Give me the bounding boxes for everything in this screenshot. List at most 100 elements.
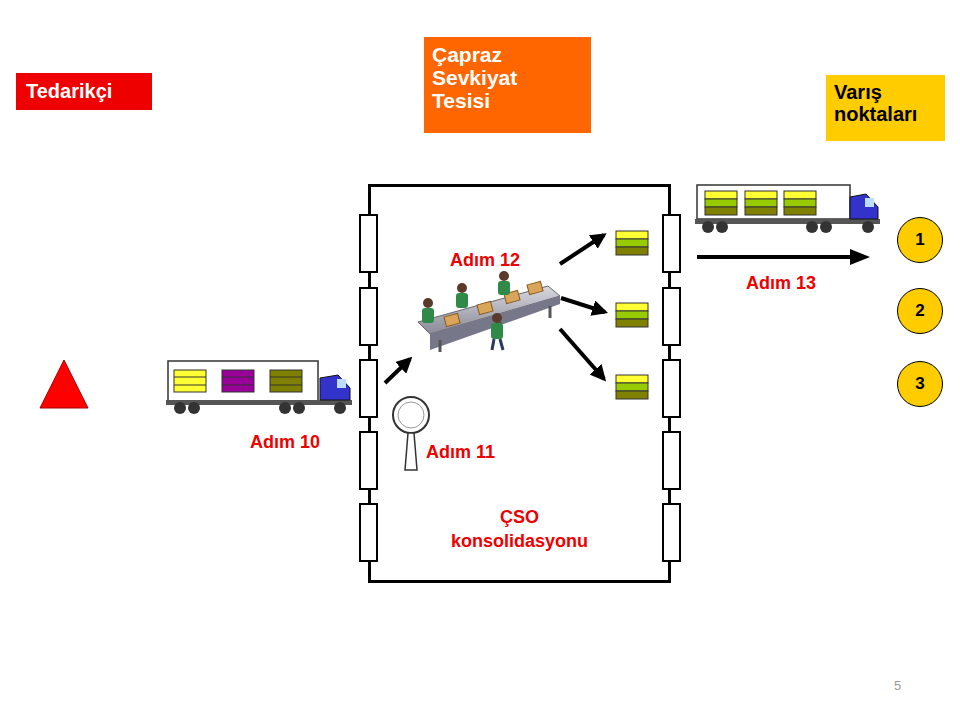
cargo-olive bbox=[270, 370, 302, 392]
cargo-line bbox=[270, 377, 302, 378]
node-text: Tedarikçi bbox=[26, 79, 156, 103]
cargo-green bbox=[616, 311, 648, 319]
chassis bbox=[166, 400, 352, 405]
cargo-stacks bbox=[705, 191, 816, 215]
dock-door bbox=[663, 288, 680, 345]
cargo-yellow bbox=[174, 370, 206, 392]
step-label: Adım 10 bbox=[250, 432, 320, 453]
worker-head bbox=[423, 298, 433, 308]
wheel bbox=[820, 221, 832, 233]
dock-door bbox=[360, 432, 377, 489]
crossdock-facility: ÇSO konsolidasyonu bbox=[368, 184, 671, 583]
cargo-line bbox=[174, 385, 206, 386]
cab-window bbox=[865, 198, 874, 207]
worker-head bbox=[492, 313, 502, 323]
cargo-olive bbox=[616, 391, 648, 399]
parcel bbox=[477, 301, 493, 314]
worker-body bbox=[422, 308, 434, 323]
dock-doors-left bbox=[360, 215, 377, 561]
cargo-line bbox=[174, 377, 206, 378]
flow-arrow bbox=[385, 359, 410, 383]
cargo-green bbox=[745, 199, 777, 207]
parcel bbox=[444, 313, 460, 326]
cargo-yellow bbox=[616, 231, 648, 239]
trailer bbox=[168, 361, 318, 401]
truck-cab bbox=[320, 375, 350, 400]
destinations-box: Varış noktaları bbox=[826, 75, 945, 141]
dock-door bbox=[663, 504, 680, 561]
cargo-purple bbox=[222, 370, 254, 392]
step-label: Adım 13 bbox=[746, 273, 816, 294]
dock-door bbox=[360, 288, 377, 345]
node-text: 2 bbox=[915, 301, 924, 321]
dock-door bbox=[663, 432, 680, 489]
cargo-yellow bbox=[616, 303, 648, 311]
flow-arrow bbox=[560, 329, 604, 379]
wheel bbox=[716, 221, 728, 233]
cargo-olive bbox=[784, 207, 816, 215]
sorting-conveyor bbox=[418, 271, 560, 352]
worker-body bbox=[456, 293, 468, 308]
parcel bbox=[527, 281, 543, 294]
cargo-yellow bbox=[616, 375, 648, 383]
belt-side bbox=[430, 296, 560, 350]
inbound-truck bbox=[166, 361, 352, 414]
magnifier bbox=[393, 397, 429, 470]
outbound-truck bbox=[695, 185, 880, 233]
worker-body bbox=[491, 323, 503, 339]
node-text: 3 bbox=[915, 374, 924, 394]
step-label: Adım 12 bbox=[450, 250, 520, 271]
flow-arrow bbox=[560, 235, 604, 264]
dock-door bbox=[360, 215, 377, 272]
cargo-line bbox=[222, 377, 254, 378]
worker bbox=[422, 298, 434, 323]
shipment-arrow-head bbox=[850, 249, 870, 265]
cargo-line bbox=[270, 385, 302, 386]
belt bbox=[418, 286, 560, 334]
belt-leg bbox=[499, 322, 502, 336]
page-number: 5 bbox=[894, 678, 901, 693]
dock-door bbox=[663, 215, 680, 272]
wheel bbox=[702, 221, 714, 233]
wheel bbox=[806, 221, 818, 233]
wheel bbox=[862, 221, 874, 233]
cargo-green bbox=[784, 199, 816, 207]
dock-door bbox=[360, 360, 377, 417]
cargo-yellow bbox=[705, 191, 737, 199]
supplier-box: Tedarikçi bbox=[16, 73, 152, 110]
magnifier-rim bbox=[398, 402, 424, 428]
worker bbox=[456, 283, 468, 308]
trailer bbox=[697, 185, 850, 219]
belt-leg bbox=[439, 340, 442, 352]
wheel bbox=[279, 402, 291, 414]
worker-leg bbox=[492, 339, 494, 350]
dock-doors-right bbox=[663, 215, 680, 561]
node-text: Varış noktaları bbox=[834, 81, 946, 125]
cargo-olive bbox=[705, 207, 737, 215]
worker bbox=[498, 271, 510, 295]
cargo-green bbox=[705, 199, 737, 207]
truck-cab bbox=[850, 194, 878, 219]
supplier-triangle bbox=[40, 360, 88, 408]
cargo-green bbox=[616, 239, 648, 247]
node-text: Çapraz Sevkiyat Tesisi bbox=[432, 43, 542, 112]
parcel bbox=[504, 290, 520, 303]
cab-window bbox=[337, 379, 346, 388]
magnifier-lens bbox=[393, 397, 429, 433]
dock-door bbox=[360, 504, 377, 561]
dock-door bbox=[663, 360, 680, 417]
wheel bbox=[293, 402, 305, 414]
sorted-stacks bbox=[616, 231, 648, 399]
step-label: Adım 11 bbox=[426, 442, 495, 463]
destination-circle: 3 bbox=[897, 361, 943, 407]
flow-arrow bbox=[561, 298, 605, 312]
destination-circle: 1 bbox=[897, 217, 943, 263]
worker-head bbox=[499, 271, 509, 281]
destination-circle: 2 bbox=[897, 288, 943, 334]
cargo-yellow bbox=[745, 191, 777, 199]
cargo-olive bbox=[745, 207, 777, 215]
worker-leg bbox=[500, 339, 503, 350]
